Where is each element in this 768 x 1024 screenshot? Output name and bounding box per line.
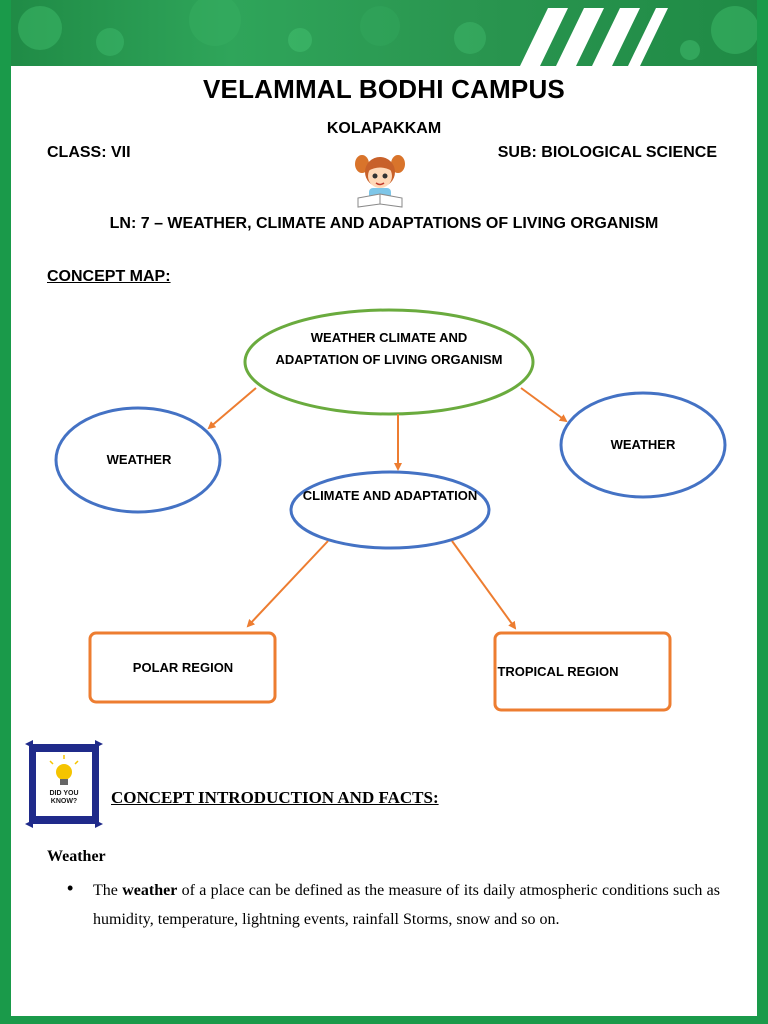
tropical-region-box bbox=[493, 631, 672, 712]
school-location: KOLAPAKKAM bbox=[326, 120, 442, 137]
arrow-to-tropical bbox=[451, 540, 517, 630]
arrow-to-right-weather bbox=[520, 387, 568, 423]
definition-keyword: weather bbox=[122, 882, 178, 899]
climate-adaptation-label: CLIMATE AND ADAPTATION bbox=[302, 488, 478, 503]
weather-definition: The weather of a place can be defined as… bbox=[93, 876, 720, 934]
left-weather-label: WEATHER bbox=[106, 452, 172, 467]
polar-region-box bbox=[88, 631, 277, 704]
concept-introduction-heading: CONCEPT INTRODUCTION AND FACTS: bbox=[111, 788, 439, 807]
polar-region-label: POLAR REGION bbox=[132, 660, 234, 675]
central-ellipse bbox=[243, 308, 535, 416]
weather-subheading: Weather bbox=[47, 848, 106, 865]
arrow-to-left-weather bbox=[207, 387, 257, 430]
bullet-point-icon: • bbox=[67, 878, 74, 898]
arrow-to-polar bbox=[246, 540, 329, 628]
central-node-label-line2: ADAPTATION OF LIVING ORGANISM bbox=[275, 352, 503, 367]
lightbulb-icon bbox=[49, 755, 79, 785]
girl-reading-illustration bbox=[352, 152, 408, 210]
right-weather-label: WEATHER bbox=[610, 437, 676, 452]
definition-prefix: The bbox=[93, 882, 123, 899]
school-name: VELAMMAL BODHI CAMPUS bbox=[203, 74, 565, 104]
did-you-know-badge: DID YOU KNOW? bbox=[25, 740, 103, 828]
lesson-title: LN: 7 – WEATHER, CLIMATE AND ADAPTATIONS… bbox=[109, 215, 659, 232]
left-weather-ellipse bbox=[54, 406, 222, 514]
svg-text:KNOW?: KNOW? bbox=[51, 798, 77, 805]
svg-text:DID YOU: DID YOU bbox=[49, 790, 78, 797]
tropical-region-label: TROPICAL REGION bbox=[497, 664, 619, 679]
subject-label: SUB: BIOLOGICAL SCIENCE bbox=[497, 144, 717, 161]
top-banner bbox=[0, 0, 768, 66]
concept-map-heading: CONCEPT MAP: bbox=[47, 268, 171, 285]
central-node-label-line1: WEATHER CLIMATE AND bbox=[310, 330, 468, 345]
concept-map bbox=[54, 308, 727, 712]
right-weather-ellipse bbox=[559, 391, 727, 499]
climate-ellipse bbox=[289, 470, 491, 550]
definition-text: of a place can be defined as the measure… bbox=[93, 882, 721, 928]
class-label: CLASS: VII bbox=[47, 144, 131, 161]
banner-decoration bbox=[18, 0, 759, 66]
